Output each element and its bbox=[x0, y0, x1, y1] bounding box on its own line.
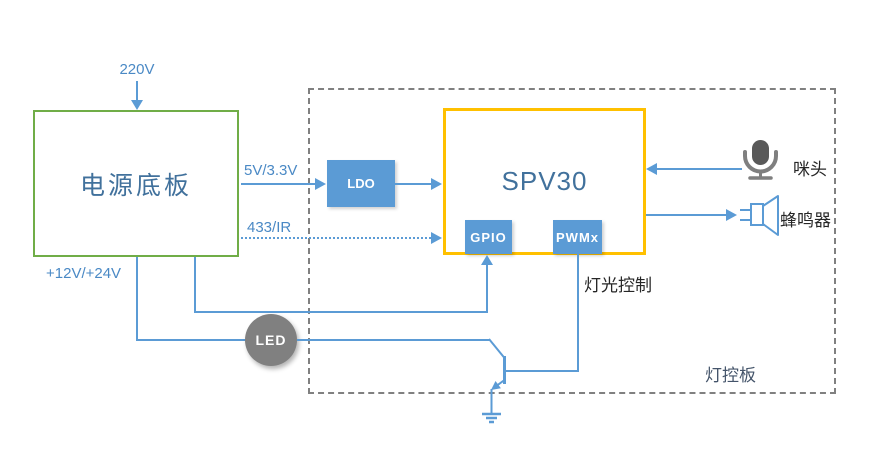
buzzer-label: 蜂鸣器 bbox=[780, 211, 831, 230]
mic-label: 咪头 bbox=[793, 160, 827, 179]
input-voltage-line bbox=[136, 81, 138, 102]
light-board-label: 灯控板 bbox=[705, 366, 756, 385]
rf-ir-arrowhead bbox=[431, 232, 442, 244]
gpio-feedback-vline bbox=[486, 264, 488, 313]
aux-voltage-label: +12V/+24V bbox=[46, 265, 122, 282]
aux-branch-a-vline bbox=[136, 257, 138, 341]
soc-label: SPV30 bbox=[501, 166, 588, 196]
power-rail-label: 5V/3.3V bbox=[244, 162, 298, 179]
pwm-label: PWMx bbox=[556, 229, 599, 245]
emitter-arrowhead bbox=[491, 381, 501, 390]
soc-box: SPV30 GPIO PWMx bbox=[443, 108, 646, 255]
buzzer-line bbox=[646, 214, 727, 216]
input-voltage-arrowhead bbox=[131, 100, 143, 110]
mic-arrowhead bbox=[646, 163, 657, 175]
led-to-transistor-line bbox=[297, 339, 490, 341]
ground-icon bbox=[482, 412, 501, 424]
pwm-vline bbox=[577, 254, 579, 372]
pwm-to-base-line bbox=[505, 370, 578, 372]
power-rail-line bbox=[241, 183, 316, 185]
light-control-label: 灯光控制 bbox=[584, 276, 652, 295]
mic-line bbox=[656, 168, 742, 170]
buzzer-icon bbox=[740, 195, 779, 236]
power-rail-arrowhead bbox=[315, 178, 326, 190]
ldo-to-soc-line bbox=[395, 183, 432, 185]
pwm-block: PWMx bbox=[553, 220, 602, 254]
buzzer-arrowhead bbox=[726, 209, 737, 221]
aux-branch-b-hline bbox=[194, 311, 488, 313]
power-board-box: 电源底板 bbox=[33, 110, 239, 257]
power-board-label: 电源底板 bbox=[79, 171, 192, 200]
transistor-symbol bbox=[482, 338, 506, 424]
aux-branch-a-hline bbox=[136, 339, 248, 341]
led-label: LED bbox=[255, 332, 287, 348]
aux-branch-b-vline bbox=[194, 257, 196, 313]
light-board-boundary bbox=[308, 88, 836, 394]
microphone-icon bbox=[743, 140, 778, 180]
ldo-block: LDO bbox=[327, 160, 395, 207]
input-voltage-label: 220V bbox=[119, 61, 155, 78]
rf-ir-dotted-line bbox=[241, 237, 431, 239]
rf-ir-label: 433/IR bbox=[247, 219, 292, 236]
gpio-label: GPIO bbox=[470, 229, 507, 245]
gpio-arrowhead bbox=[481, 255, 493, 265]
ldo-label: LDO bbox=[347, 176, 375, 191]
gpio-block: GPIO bbox=[465, 220, 512, 254]
ldo-to-soc-arrowhead bbox=[431, 178, 442, 190]
led-node: LED bbox=[245, 314, 297, 366]
